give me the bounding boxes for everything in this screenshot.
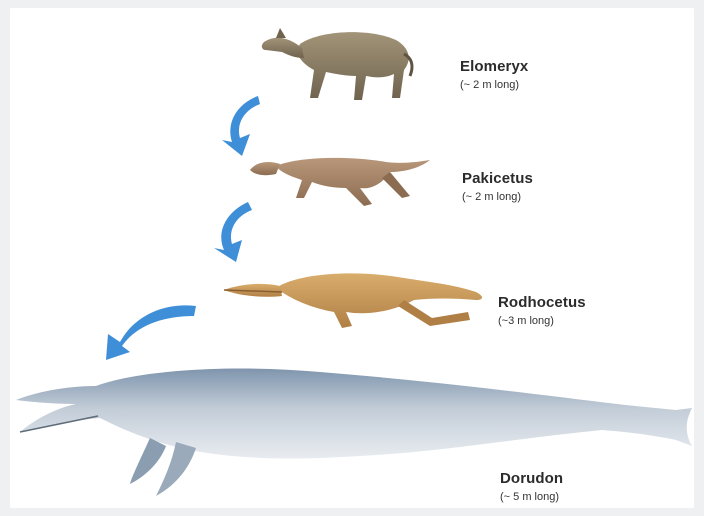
elomeryx-illustration: [262, 28, 412, 100]
stage-label-elomeryx: Elomeryx (~ 2 m long): [460, 58, 528, 91]
arrow-icon: [222, 96, 260, 156]
arrow-icon: [214, 202, 252, 262]
stage-name: Elomeryx: [460, 58, 528, 75]
stage-name: Pakicetus: [462, 170, 533, 187]
pakicetus-illustration: [250, 158, 430, 206]
stage-label-pakicetus: Pakicetus (~ 2 m long): [462, 170, 533, 203]
arrow-icon: [106, 305, 196, 360]
rodhocetus-illustration: [224, 273, 482, 328]
stage-size: (~ 2 m long): [462, 191, 533, 203]
stage-name: Dorudon: [500, 470, 563, 487]
stage-size: (~3 m long): [498, 315, 586, 327]
stage-name: Rodhocetus: [498, 294, 586, 311]
stage-size: (~ 5 m long): [500, 491, 563, 503]
stage-label-dorudon: Dorudon (~ 5 m long): [500, 470, 563, 503]
stage-label-rodhocetus: Rodhocetus (~3 m long): [498, 294, 586, 327]
stage-size: (~ 2 m long): [460, 79, 528, 91]
dorudon-illustration: [16, 368, 692, 496]
